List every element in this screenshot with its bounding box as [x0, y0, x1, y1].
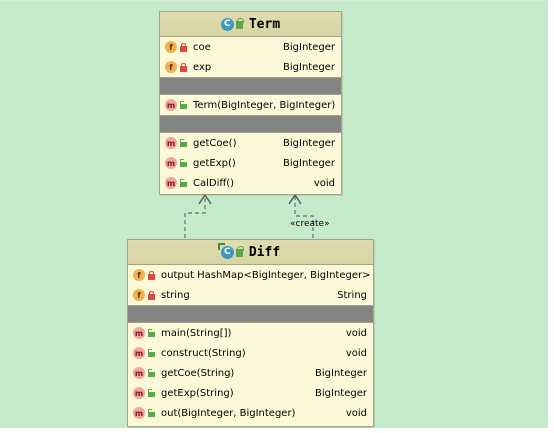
public-icon — [148, 349, 155, 357]
public-visibility-icon — [235, 18, 244, 29]
private-lock-icon — [180, 63, 187, 72]
class-icon: C — [217, 242, 234, 259]
create-stereotype-label: «create» — [290, 219, 330, 229]
bottom-border — [0, 428, 554, 433]
field-type: BigInteger — [283, 41, 335, 53]
class-term-name: Term — [248, 16, 281, 32]
method-row[interactable]: m main(String[]) void — [128, 323, 373, 343]
public-icon — [180, 101, 187, 109]
dependency-line-left — [184, 196, 206, 238]
class-term[interactable]: C Term f coe BigInteger f exp BigInteger… — [159, 11, 342, 195]
field-row[interactable]: f exp BigInteger — [160, 57, 341, 77]
class-diff-fields: f output HashMap<BigInteger, BigInteger>… — [128, 265, 373, 305]
top-border — [0, 0, 554, 1]
field-row[interactable]: f coe BigInteger — [160, 37, 341, 57]
method-icon: m — [133, 387, 145, 399]
field-icon: f — [165, 41, 177, 53]
field-icon: f — [133, 269, 145, 281]
method-type: void — [345, 327, 367, 339]
class-icon: C — [220, 17, 234, 31]
public-icon — [148, 409, 155, 417]
method-icon: m — [133, 347, 145, 359]
method-type: void — [345, 347, 367, 359]
public-icon — [180, 159, 187, 167]
method-name: getCoe() — [193, 137, 237, 149]
field-type: BigInteger — [283, 61, 335, 73]
method-type: BigInteger — [283, 137, 335, 149]
class-term-methods: m getCoe() BigInteger m getExp() BigInte… — [160, 133, 341, 193]
field-icon: f — [165, 61, 177, 73]
constructor-name: Term(BigInteger, BigInteger) — [193, 99, 336, 111]
class-diff-name: Diff — [248, 244, 281, 260]
method-row[interactable]: m construct(String) void — [128, 343, 373, 363]
section-divider — [160, 77, 341, 95]
field-name: exp — [193, 61, 212, 73]
public-icon — [180, 139, 187, 147]
method-row[interactable]: m out(BigInteger, BigInteger) void — [128, 403, 373, 423]
public-visibility-icon — [235, 246, 244, 257]
public-icon — [180, 179, 187, 187]
method-name: getCoe(String) — [161, 367, 235, 379]
right-border — [548, 0, 554, 433]
private-lock-icon — [148, 291, 155, 300]
class-term-fields: f coe BigInteger f exp BigInteger — [160, 37, 341, 77]
method-type: BigInteger — [315, 367, 367, 379]
class-diff[interactable]: C Diff f output HashMap<BigInteger, BigI… — [127, 239, 374, 427]
method-icon: m — [165, 177, 177, 189]
field-icon: f — [133, 289, 145, 301]
field-name: output HashMap<BigInteger, BigInteger> — [161, 269, 371, 281]
method-row[interactable]: m CalDiff() void — [160, 173, 341, 193]
method-name: out(BigInteger, BigInteger) — [161, 407, 296, 419]
method-icon: m — [165, 157, 177, 169]
class-diff-header[interactable]: C Diff — [128, 240, 373, 265]
method-icon: m — [165, 99, 177, 111]
private-lock-icon — [180, 43, 187, 52]
field-type: String — [337, 289, 367, 301]
arrowhead-left — [198, 193, 212, 205]
method-name: construct(String) — [161, 347, 246, 359]
field-row[interactable]: f string String — [128, 285, 373, 305]
class-term-header[interactable]: C Term — [160, 12, 341, 37]
method-name: getExp(String) — [161, 387, 234, 399]
method-name: CalDiff() — [193, 177, 235, 189]
method-row[interactable]: m getCoe() BigInteger — [160, 133, 341, 153]
constructor-row[interactable]: m Term(BigInteger, BigInteger) — [160, 95, 341, 115]
public-icon — [148, 389, 155, 397]
method-type: BigInteger — [315, 387, 367, 399]
method-type: BigInteger — [283, 157, 335, 169]
method-icon: m — [133, 407, 145, 419]
field-row[interactable]: f output HashMap<BigInteger, BigInteger> — [128, 265, 373, 285]
method-type: void — [345, 407, 367, 419]
section-divider — [160, 115, 341, 133]
method-name: main(String[]) — [161, 327, 232, 339]
method-name: getExp() — [193, 157, 236, 169]
class-diff-methods: m main(String[]) void m construct(String… — [128, 323, 373, 423]
private-lock-icon — [148, 271, 155, 280]
method-row[interactable]: m getExp(String) BigInteger — [128, 383, 373, 403]
field-name: string — [161, 289, 190, 301]
method-icon: m — [165, 137, 177, 149]
method-type: void — [313, 177, 335, 189]
method-row[interactable]: m getExp() BigInteger — [160, 153, 341, 173]
method-row[interactable]: m getCoe(String) BigInteger — [128, 363, 373, 383]
public-icon — [148, 329, 155, 337]
field-name: coe — [193, 41, 211, 53]
method-icon: m — [133, 367, 145, 379]
public-icon — [148, 369, 155, 377]
section-divider — [128, 305, 373, 323]
arrowhead-create — [288, 193, 302, 205]
method-icon: m — [133, 327, 145, 339]
dependency-line-create — [294, 196, 314, 238]
